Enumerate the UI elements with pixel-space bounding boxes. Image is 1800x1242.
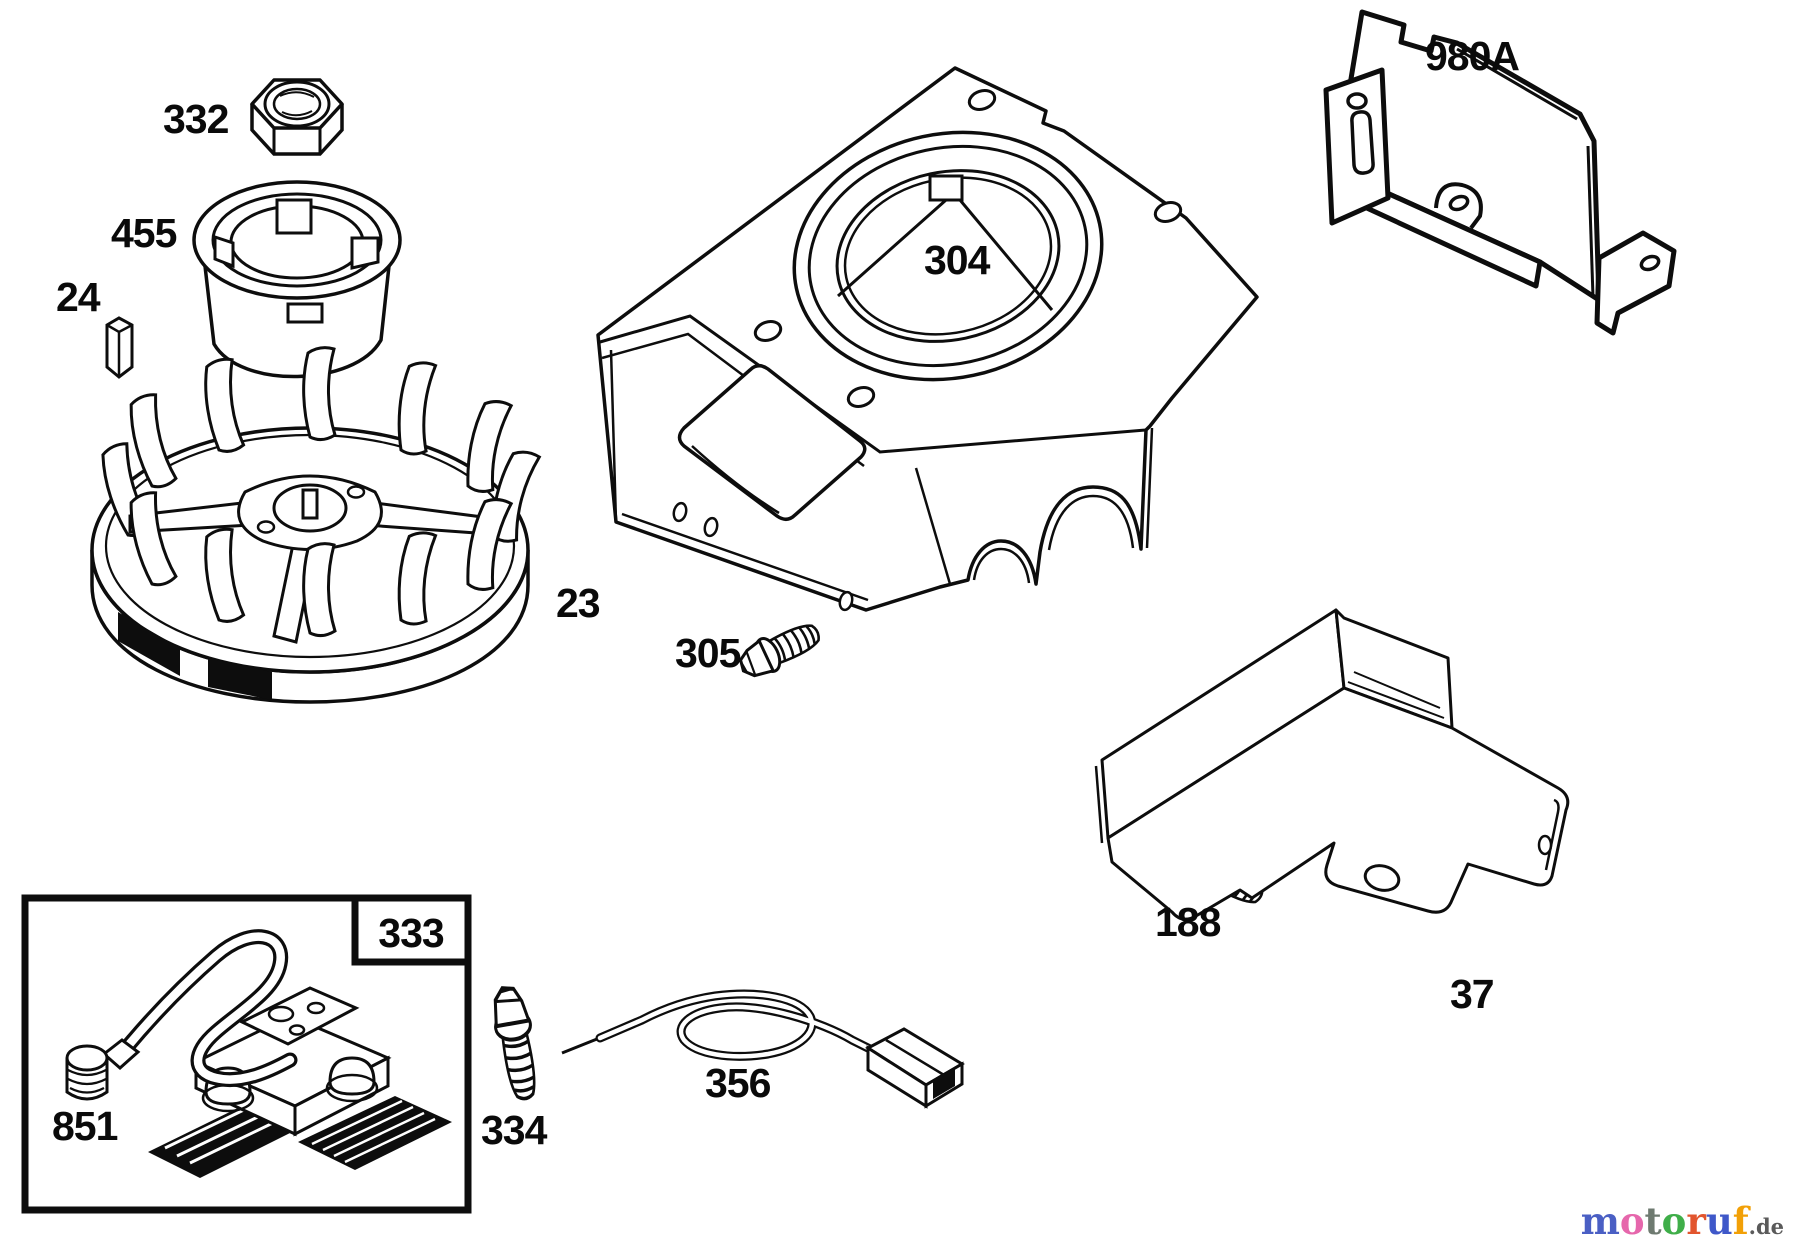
part-labels: 332 455 24 23 304 980A 305 188 37 333 85… [52, 33, 1520, 1153]
flywheel-key [105, 316, 134, 379]
flywheel [90, 346, 543, 704]
label-980A: 980A [1425, 33, 1519, 79]
watermark-text: motoruf [1580, 1199, 1749, 1242]
label-333: 333 [378, 910, 444, 956]
grommet [65, 1044, 109, 1101]
spark-plug-wire [101, 929, 298, 1088]
rear-shield [1323, 9, 1677, 336]
wire-connector [865, 1027, 965, 1109]
ignition-inset [21, 894, 472, 1214]
motoruf-watermark: motoruf.de [1581, 1203, 1784, 1240]
label-455: 455 [111, 210, 177, 256]
inset-label-box [351, 894, 472, 966]
ignition-coil [148, 986, 452, 1178]
label-188: 188 [1155, 899, 1221, 945]
label-37: 37 [1450, 971, 1494, 1017]
bracket-37 [1094, 608, 1570, 921]
screw-334 [489, 984, 543, 1101]
starter-opening [792, 130, 1104, 382]
starter-cup [192, 180, 402, 379]
watermark-suffix: .de [1748, 1214, 1784, 1239]
label-334: 334 [481, 1107, 548, 1153]
label-23: 23 [556, 580, 600, 626]
hex-nut [250, 78, 344, 156]
blower-housing [596, 66, 1259, 612]
screw-305 [732, 614, 827, 685]
label-24: 24 [56, 274, 101, 320]
label-356: 356 [705, 1060, 771, 1106]
label-304: 304 [924, 237, 991, 283]
label-305: 305 [675, 630, 741, 676]
label-332: 332 [163, 96, 229, 142]
ground-wire [561, 989, 965, 1109]
flywheel-magnet [208, 658, 272, 700]
flywheel-magnet [118, 612, 180, 676]
label-851: 851 [52, 1103, 118, 1149]
